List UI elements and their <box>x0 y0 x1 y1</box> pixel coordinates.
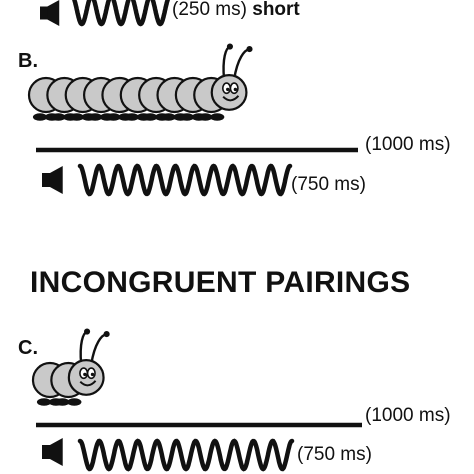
section-heading: INCONGRUENT PAIRINGS <box>30 266 411 299</box>
panel-c-tone-duration: (750 ms) <box>297 444 372 465</box>
panel-b-line-duration: (1000 ms) <box>365 134 451 155</box>
panel-b-antenna <box>222 45 231 79</box>
panel-c-sound-wave-icon <box>77 438 295 472</box>
panel-b-tone-duration: (750 ms) <box>291 174 366 195</box>
panel-c-line-duration: (1000 ms) <box>365 405 451 426</box>
panel-a-duration: (250 ms) <box>172 0 247 20</box>
panel-a-sound-wave-icon <box>72 0 170 27</box>
panel-c-caterpillar-icon <box>31 328 110 406</box>
panel-c-smile <box>79 380 97 387</box>
panel-b-sound-wave-icon <box>77 163 293 197</box>
panel-b-letter: B. <box>18 50 38 72</box>
panel-b-antenna <box>233 47 250 80</box>
panel-b-caterpillar-icon <box>27 43 253 121</box>
panel-b-speaker-icon <box>42 166 63 194</box>
panel-b-smile <box>222 95 240 102</box>
panel-c-speaker-icon <box>42 438 63 466</box>
panel-c-letter: C. <box>18 337 38 359</box>
panel-a-speaker-icon <box>40 0 60 26</box>
panel-a-word: short <box>252 0 300 20</box>
panel-c-antenna <box>90 332 107 365</box>
panel-a-label: (250 ms) short <box>172 0 300 21</box>
panel-c-antenna <box>79 330 88 364</box>
